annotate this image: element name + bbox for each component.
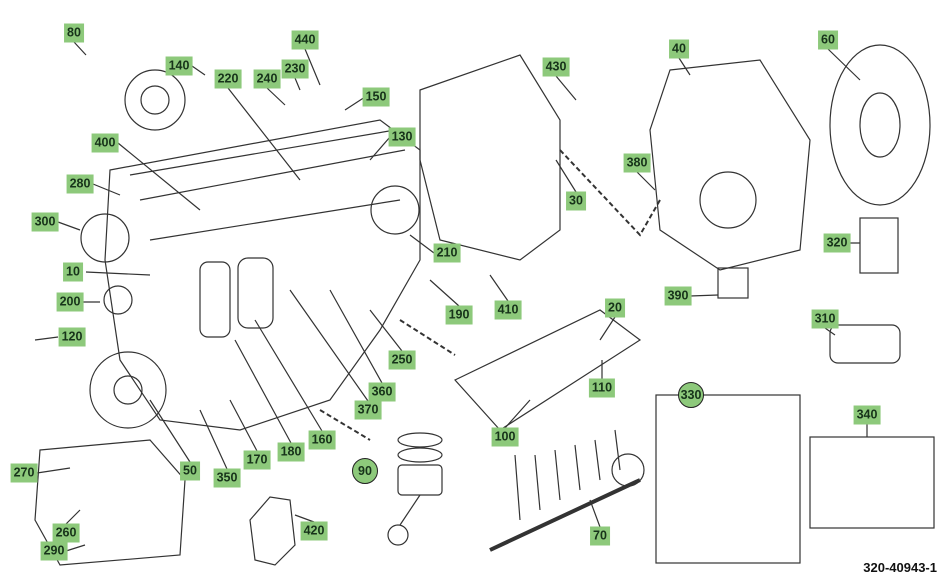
pulley-shape xyxy=(103,285,133,315)
part-label-130[interactable]: 130 xyxy=(388,127,416,147)
piston-shape xyxy=(397,464,443,496)
part-label-160[interactable]: 160 xyxy=(308,430,336,450)
part-label-120[interactable]: 120 xyxy=(58,327,86,347)
part-label-140[interactable]: 140 xyxy=(165,56,193,76)
part-label-290[interactable]: 290 xyxy=(40,541,68,561)
part-label-260[interactable]: 260 xyxy=(52,523,80,543)
part-label-220[interactable]: 220 xyxy=(214,69,242,89)
part-label-170[interactable]: 170 xyxy=(243,450,271,470)
part-label-30[interactable]: 30 xyxy=(566,191,586,211)
part-label-300[interactable]: 300 xyxy=(31,212,59,232)
pump-shape xyxy=(370,185,420,235)
starter-shape xyxy=(829,324,901,364)
fan-shape xyxy=(89,351,167,429)
part-label-70[interactable]: 70 xyxy=(590,526,610,546)
timing-cover-shape xyxy=(419,54,561,261)
part-label-40[interactable]: 40 xyxy=(669,39,689,59)
alternator-shape xyxy=(80,213,130,263)
flywheel-shape xyxy=(829,44,931,206)
engine-block-detail xyxy=(129,129,406,241)
part-label-410[interactable]: 410 xyxy=(494,300,522,320)
part-label-90[interactable]: 90 xyxy=(352,458,378,484)
drawing-number: 320-40943-1 xyxy=(863,560,937,575)
part-label-390[interactable]: 390 xyxy=(664,286,692,306)
part-label-350[interactable]: 350 xyxy=(213,468,241,488)
part-label-320[interactable]: 320 xyxy=(823,233,851,253)
part-label-60[interactable]: 60 xyxy=(818,30,838,50)
part-label-400[interactable]: 400 xyxy=(91,133,119,153)
camshaft-shape xyxy=(489,478,641,552)
ecu-shape xyxy=(859,217,899,274)
part-label-330[interactable]: 330 xyxy=(678,382,704,408)
part-label-360[interactable]: 360 xyxy=(368,382,396,402)
part-label-430[interactable]: 430 xyxy=(542,57,570,77)
flywheel-housing-shape xyxy=(649,59,811,271)
part-label-20[interactable]: 20 xyxy=(605,298,625,318)
part-label-50[interactable]: 50 xyxy=(180,461,200,481)
part-label-110[interactable]: 110 xyxy=(588,378,616,398)
part-label-420[interactable]: 420 xyxy=(300,521,328,541)
dashed-leaders xyxy=(319,149,661,441)
cylinder-head-shape xyxy=(454,309,642,431)
frame-330 xyxy=(655,394,801,564)
part-label-230[interactable]: 230 xyxy=(281,59,309,79)
part-label-150[interactable]: 150 xyxy=(362,87,390,107)
part-label-180[interactable]: 180 xyxy=(277,442,305,462)
part-label-80[interactable]: 80 xyxy=(64,23,84,43)
part-label-250[interactable]: 250 xyxy=(388,350,416,370)
part-label-100[interactable]: 100 xyxy=(491,427,519,447)
part-label-210[interactable]: 210 xyxy=(433,243,461,263)
part-label-10[interactable]: 10 xyxy=(63,262,83,282)
lower-block-shape xyxy=(34,439,186,566)
part-label-280[interactable]: 280 xyxy=(66,174,94,194)
part-label-440[interactable]: 440 xyxy=(291,30,319,50)
frame-340 xyxy=(809,436,935,529)
part-label-370[interactable]: 370 xyxy=(354,400,382,420)
part-label-310[interactable]: 310 xyxy=(811,309,839,329)
part-label-340[interactable]: 340 xyxy=(853,405,881,425)
part-label-190[interactable]: 190 xyxy=(445,305,473,325)
leader-lines xyxy=(34,41,868,552)
part-label-270[interactable]: 270 xyxy=(10,463,38,483)
part-label-200[interactable]: 200 xyxy=(56,292,84,312)
part-label-380[interactable]: 380 xyxy=(623,153,651,173)
cover-420-shape xyxy=(249,496,296,566)
part-label-240[interactable]: 240 xyxy=(253,69,281,89)
turbo-shape xyxy=(124,69,186,131)
filter-shape xyxy=(199,261,231,338)
